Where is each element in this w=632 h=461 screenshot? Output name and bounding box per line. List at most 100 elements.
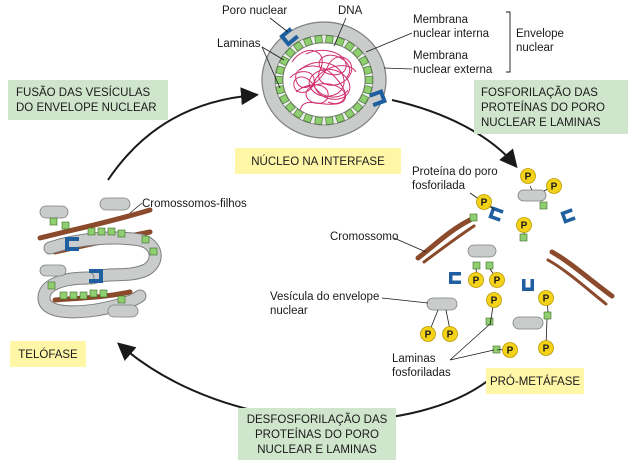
lamina-square <box>344 108 355 119</box>
step-phosphorylation-line-3: NUCLEAR E LAMINAS <box>481 117 601 129</box>
phosphate-icon <box>442 326 458 342</box>
nuclear-pore-right <box>369 89 387 107</box>
telophase-assembly: Cromossomos-filhos <box>37 197 247 319</box>
telophase-vesicle-3 <box>107 304 139 318</box>
stage-box-interphase: NÚCLEO NA INTERFASE <box>235 148 401 174</box>
lamina-square <box>325 116 334 125</box>
phosphate-label: P <box>543 294 550 305</box>
interphase-labels: Poro nuclear DNA Laminas Membrana nuclea… <box>217 5 564 89</box>
step-box-fusion: FUSÃO DAS VESÍCULAS DO ENVELOPE NUCLEAR <box>8 80 168 120</box>
lamina-square <box>365 76 373 84</box>
chromosome-2 <box>549 249 615 299</box>
dna-tangle <box>289 49 357 111</box>
telophase-vesicle-2 <box>99 197 131 211</box>
phosphate-label: P <box>473 276 480 287</box>
label-proteina-poro-1: Proteína do poro <box>412 166 498 178</box>
prometaphase-disassembly: Proteína do poro fosforilada Cromossomo … <box>270 166 615 379</box>
phosphate-icon <box>502 342 518 358</box>
phosphate-icon <box>546 178 562 194</box>
telophase-vesicle-4 <box>39 264 67 277</box>
lamina-square <box>352 47 364 59</box>
cycle-arrow-to-interphase <box>107 87 259 181</box>
step-phosphorylation-line-1: FOSFORILAÇÃO DAS <box>481 86 598 99</box>
lamina-square <box>293 41 304 52</box>
lamina-square <box>363 85 373 95</box>
nuclear-lamina <box>275 35 373 125</box>
phosphate-icon <box>468 272 484 288</box>
step-dephosphorylation-line-1: DESFOSFORILAÇÃO DAS <box>247 413 388 426</box>
label-vesicula-2: nuclear <box>270 305 308 317</box>
phosphate-label: P <box>425 330 432 341</box>
free-pore-1 <box>488 206 504 222</box>
telophase-laminas <box>47 217 158 304</box>
label-membrana-interna-2: nuclear interna <box>413 28 490 40</box>
label-laminas-fosf-2: fosforiladas <box>392 367 451 379</box>
cycle-arrow-to-prometaphase <box>391 99 518 169</box>
free-laminas <box>469 201 552 354</box>
nuclear-pore-top <box>279 27 299 47</box>
lamina-square <box>363 65 373 75</box>
chromosome-2b <box>546 258 608 306</box>
label-dna: DNA <box>338 5 363 17</box>
step-phosphorylation-line-2: PROTEÍNAS DO PORO <box>481 101 605 114</box>
chromosome-1b <box>422 224 476 264</box>
telophase-vesicle-1 <box>39 205 69 219</box>
phosphate-icon <box>420 326 436 342</box>
step-box-phosphorylation: FOSFORILAÇÃO DAS PROTEÍNAS DO PORO NUCLE… <box>474 80 628 134</box>
lamina-square <box>293 108 304 119</box>
label-membrana-externa-2: nuclear externa <box>413 64 493 76</box>
free-pore-2 <box>560 208 576 224</box>
lamina-square <box>275 65 285 75</box>
daughter-chromosome-3 <box>52 289 133 303</box>
interphase-nucleus <box>261 21 387 139</box>
daughter-chromosome-1 <box>37 207 153 241</box>
lamina-square <box>284 47 296 59</box>
stage-box-prometaphase: PRÓ-METÁFASE <box>486 368 584 394</box>
phosphate-label: P <box>543 344 550 355</box>
label-membrana-externa-1: Membrana <box>413 50 469 62</box>
lamina-square <box>314 35 323 44</box>
phosphate-icon <box>489 272 505 288</box>
lamina-square <box>275 76 283 84</box>
lamina-square <box>325 35 334 44</box>
label-envelope-2: nuclear <box>516 42 554 54</box>
lamina-square <box>314 116 323 125</box>
phosphate-icon <box>476 194 492 210</box>
phosphate-icon <box>520 168 536 184</box>
phosphate-label: P <box>447 330 454 341</box>
stage-label-telophase: TELÓFASE <box>18 348 78 361</box>
phosphate-label: P <box>551 182 558 193</box>
label-vesicula-1: Vesícula do envelope <box>270 291 379 303</box>
label-laminas-fosf-1: Laminas <box>392 353 436 365</box>
free-pore-4 <box>522 279 534 291</box>
phosphate-icon <box>538 340 554 356</box>
label-cromossomos-filhos: Cromossomos-filhos <box>142 198 247 210</box>
phosphate-label: P <box>521 221 528 232</box>
phosphate-icon <box>486 292 502 308</box>
vesicle-1 <box>467 244 497 258</box>
label-cromossomo: Cromossomo <box>330 231 398 243</box>
label-poro-nuclear: Poro nuclear <box>222 5 287 17</box>
lamina-square <box>352 101 364 113</box>
phosphate-label: P <box>494 276 501 287</box>
phosphate-label: P <box>481 198 488 209</box>
vesicle-2 <box>426 297 458 311</box>
vesicle-4 <box>517 189 547 202</box>
stage-label-interphase: NÚCLEO NA INTERFASE <box>251 155 385 168</box>
telophase-pore-2 <box>89 269 103 283</box>
step-box-dephosphorylation: DESFOSFORILAÇÃO DAS PROTEÍNAS DO PORO NU… <box>238 408 396 460</box>
vesicle-3 <box>512 316 544 330</box>
stage-box-telophase: TELÓFASE <box>10 341 86 367</box>
phosphate-label: P <box>491 296 498 307</box>
step-dephosphorylation-line-3: NUCLEAR E LAMINAS <box>257 444 377 456</box>
phosphate-label: P <box>507 346 514 357</box>
label-laminas: Laminas <box>217 38 261 50</box>
stage-label-prometaphase: PRÓ-METÁFASE <box>490 375 580 388</box>
telophase-pore-1 <box>65 237 79 251</box>
label-membrana-interna-1: Membrana <box>413 14 469 26</box>
phosphate-label: P <box>525 172 532 183</box>
label-envelope-1: Envelope <box>516 28 564 40</box>
phosphate-icon <box>516 217 532 233</box>
